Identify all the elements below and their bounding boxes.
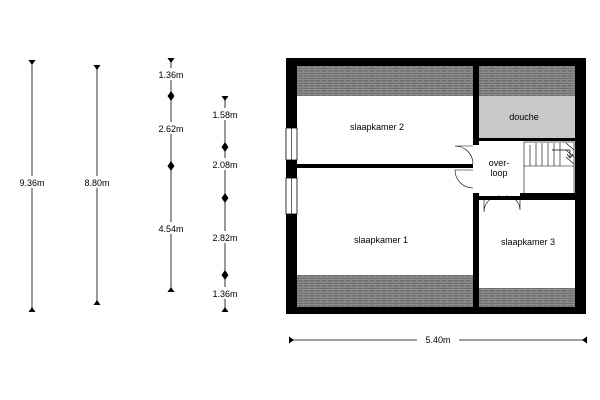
dim-label-col-b-mid: 2.08m: [212, 160, 237, 170]
room-label-slaapkamer-1: slaapkamer 1: [354, 235, 408, 245]
stair-landing-wall: [520, 193, 575, 196]
room-label-overloop-1: over-: [489, 158, 510, 168]
dim-label-bg: [417, 333, 459, 345]
dim-label-col-a-mid: 2.62m: [158, 124, 183, 134]
room-label-slaapkamer-2: slaapkamer 2: [350, 122, 404, 132]
opening-overloop: [473, 145, 479, 193]
door-swing-icon: [454, 145, 521, 213]
room-label-overloop-2: loop: [490, 168, 507, 178]
stairs-icon: [523, 141, 575, 195]
dim-label-bg: [150, 122, 192, 134]
dim-label-bg: [150, 68, 192, 80]
dim-label-col-b-bottom: 1.36m: [212, 289, 237, 299]
dim-label-bg: [77, 176, 117, 188]
dim-label-col-a-low: 4.54m: [158, 224, 183, 234]
roof-tiles-bottom-left: [297, 275, 473, 307]
dim-label-col-a-top: 1.36m: [158, 70, 183, 80]
dim-label-total-inner: 8.80m: [84, 178, 109, 188]
dim-label-total-outer: 9.36m: [19, 178, 44, 188]
dim-label-bg: [204, 108, 246, 120]
dim-column-a: [167, 58, 175, 292]
roof-tiles-top-right: [479, 66, 575, 96]
roof-tiles-top-left: [297, 66, 473, 96]
room-label-slaapkamer-3: slaapkamer 3: [501, 237, 555, 247]
room-douche: [479, 96, 575, 138]
dim-column-b: [221, 96, 229, 312]
dim-label-bg: [204, 231, 246, 243]
room-slaapkamer-1: [297, 168, 473, 275]
dim-label-col-b-low: 2.82m: [212, 233, 237, 243]
roof-tiles-bottom-right: [479, 288, 575, 307]
dim-label-bg: [150, 222, 192, 234]
room-label-douche: douche: [509, 112, 539, 122]
room-slaapkamer-3: [479, 200, 575, 288]
dim-label-bg: [204, 287, 246, 299]
window-icon: [285, 127, 298, 215]
dim-label-width: 5.40m: [425, 335, 450, 345]
dim-label-bg: [12, 176, 54, 188]
dim-label-bg: [204, 158, 246, 170]
room-slaapkamer-2: [297, 96, 473, 164]
dim-label-col-b-top: 1.58m: [212, 110, 237, 120]
